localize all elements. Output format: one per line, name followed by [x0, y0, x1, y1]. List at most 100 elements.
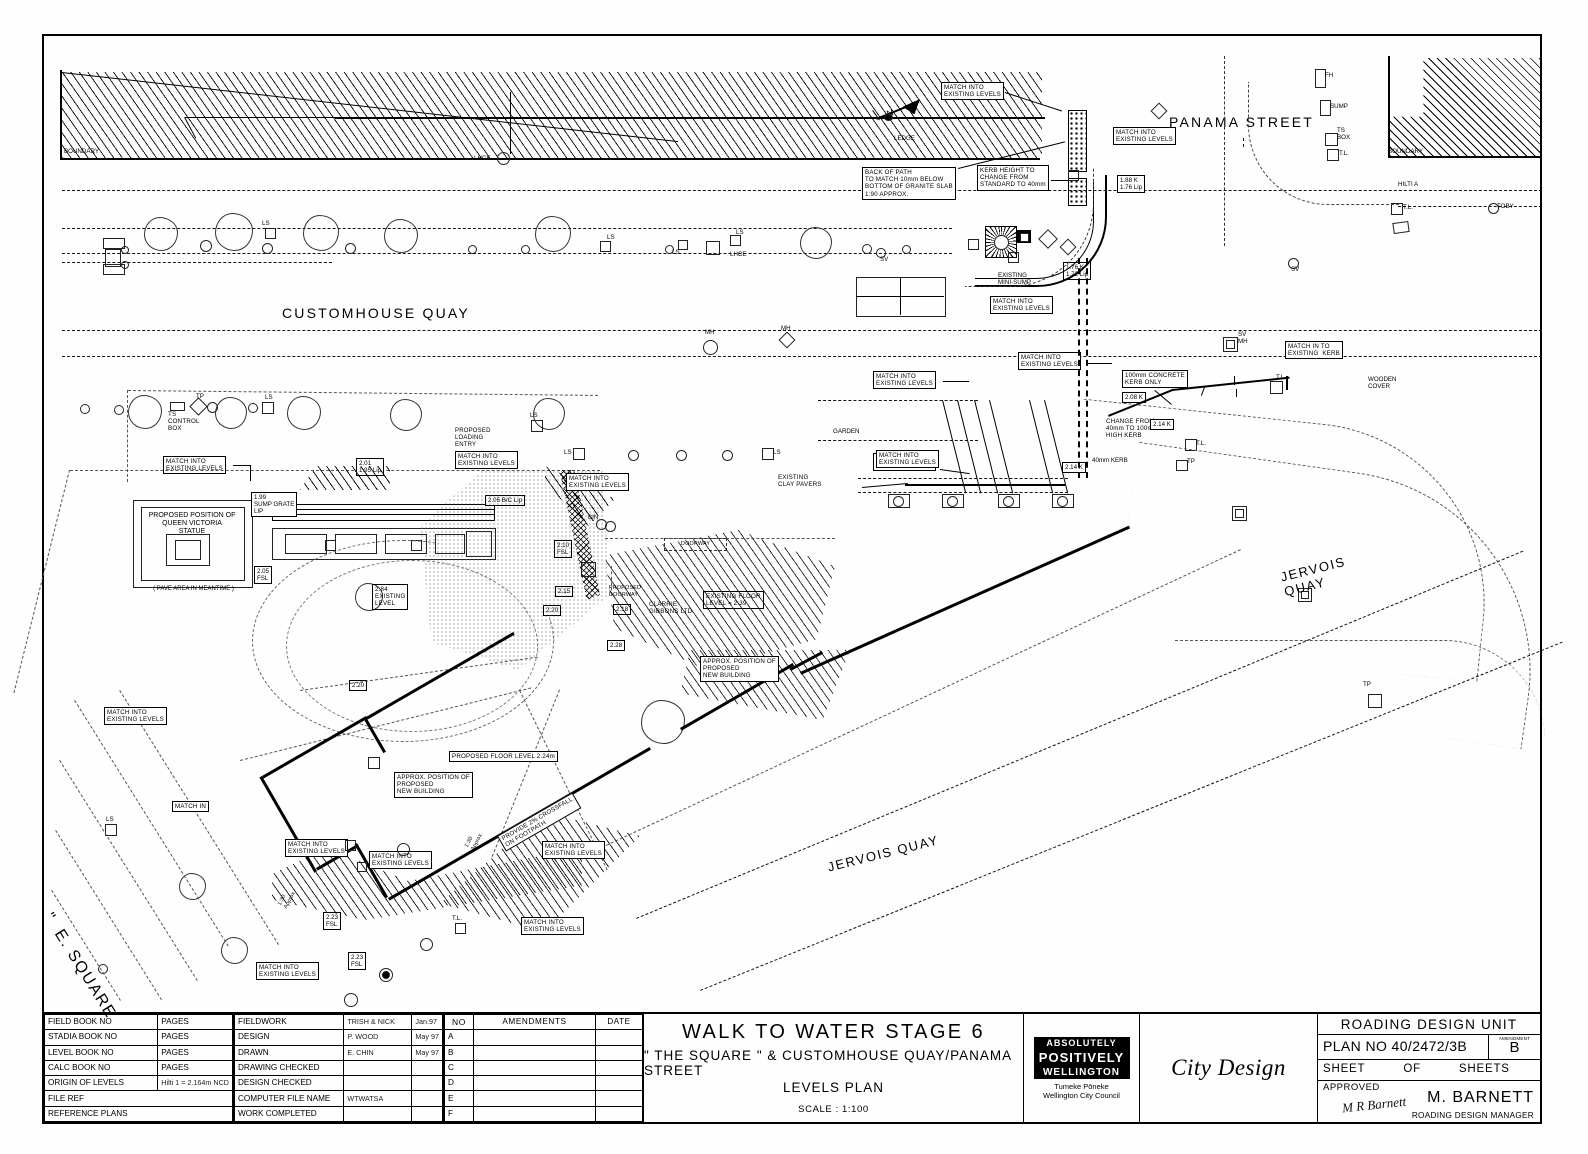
ledge-label: LEDGE	[894, 135, 915, 142]
amendment-text	[473, 1090, 596, 1107]
work-who	[343, 1059, 413, 1077]
books-table: FIELD BOOK NO PAGES STADIA BOOK NO PAGES…	[43, 1013, 233, 1123]
misc-marker	[345, 840, 356, 851]
approver-role: ROADING DESIGN MANAGER	[1411, 1111, 1534, 1120]
sv-label: SV	[1291, 266, 1300, 273]
bin-label: BIN	[588, 514, 599, 521]
vertical-ref-line	[510, 92, 511, 154]
misc-marker	[368, 757, 380, 769]
road-edge-dash-5	[62, 330, 1542, 331]
table-row: WORK COMPLETED	[233, 1105, 443, 1123]
book-pages: PAGES	[157, 1013, 233, 1031]
square-tree	[179, 873, 206, 900]
sheets-label: SHEETS	[1458, 1063, 1510, 1075]
table-row: DRAWN E. CHIN May 97	[233, 1044, 443, 1061]
callout-match-levels-loading: MATCH INTO EXISTING LEVELS	[455, 451, 518, 470]
amendments-date-header: DATE	[595, 1013, 643, 1031]
ls-marker	[265, 228, 276, 239]
callout-match-levels-top: MATCH INTO EXISTING LEVELS	[941, 82, 1004, 101]
books-column: FIELD BOOK NO PAGES STADIA BOOK NO PAGES…	[43, 1013, 234, 1123]
of-label: OF	[1403, 1063, 1421, 1075]
ls-marker	[262, 402, 274, 414]
road-edge-dash-3	[62, 253, 952, 254]
utility-box-1	[103, 238, 125, 249]
jervois-kerb-dash-3	[1175, 640, 1545, 741]
callout-approx-new-building-2: APPROX. POSITION OF PROPOSED NEW BUILDIN…	[700, 656, 779, 682]
boundary-label-right: BOUNDARY	[1388, 148, 1423, 155]
work-label: WORK COMPLETED	[233, 1105, 345, 1123]
callout-match-in-kerb: MATCH IN TO EXISTING KERB	[1285, 341, 1343, 360]
callout-match-levels-mid1: MATCH INTO EXISTING LEVELS	[873, 371, 936, 390]
amendments-no-header: NO	[444, 1013, 474, 1031]
leader-line	[233, 465, 251, 466]
table-row: NO AMENDMENTS DATE	[444, 1013, 643, 1031]
level-214a: 2.14 K	[1150, 419, 1174, 430]
level-214b: 2.14 K	[1062, 462, 1086, 473]
tree-pit	[200, 240, 212, 252]
sheet-row: SHEET OF SHEETS	[1318, 1060, 1540, 1081]
amendment-no: F	[444, 1105, 474, 1123]
ls-label: LS	[773, 449, 781, 456]
callout-back-of-path: BACK OF PATH TO MATCH 10mm BELOW BOTTOM …	[862, 167, 956, 200]
ramp-hatch	[300, 466, 390, 490]
t-marker	[1008, 252, 1019, 263]
callout-match-levels-sump: MATCH INTO EXISTING LEVELS	[990, 296, 1053, 315]
work-label: DESIGN CHECKED	[233, 1075, 345, 1092]
callout-match-levels-b5: MATCH INTO EXISTING LEVELS	[256, 962, 319, 981]
work-who: WTWATSA	[343, 1090, 413, 1107]
parking-dash-2	[858, 492, 1068, 493]
amendment-text	[473, 1059, 596, 1077]
boundary-label-left: BOUNDARY	[64, 148, 99, 155]
statue-plinth-outer	[166, 534, 210, 566]
t-marker	[968, 239, 979, 250]
pave-meantime-label: ( PAVE AREA IN MEANTIME )	[153, 586, 234, 592]
building-outline	[856, 277, 946, 317]
hatch-edge-4	[335, 118, 1045, 119]
plan-number: PLAN NO 40/2472/3B	[1323, 1038, 1468, 1054]
callout-change-kerb: CHANGE FROM 40mm TO 100mm HIGH KERB	[1106, 418, 1159, 440]
plaza-boundary-dash-3	[127, 390, 128, 482]
street-tree	[535, 216, 571, 252]
utility-box-3	[103, 264, 125, 275]
plaza-path-curve-2	[286, 560, 538, 732]
building-divider	[856, 296, 944, 297]
callout-control-box: TS CONTROL BOX	[168, 411, 200, 433]
cover-marker	[1368, 694, 1382, 708]
drain-grate	[942, 494, 964, 508]
utility-circle-2	[121, 261, 129, 269]
table-row: ORIGIN OF LEVELS Hilti 1 = 2.164m NCD	[43, 1075, 233, 1092]
sv-marker	[1288, 258, 1299, 269]
table-row: CALC BOOK NO PAGES	[43, 1059, 233, 1077]
amendment-no: B	[444, 1044, 474, 1061]
sv-symbol	[876, 248, 886, 258]
ls-marker	[762, 448, 774, 460]
tree-pit	[902, 245, 911, 254]
parking-dash	[858, 478, 1068, 479]
drain-grate	[1052, 494, 1074, 508]
statue-inner-box	[141, 507, 245, 581]
plaza-path-curve	[252, 540, 554, 742]
ls-marker	[573, 448, 585, 460]
book-label: REFERENCE PLANS	[44, 1105, 233, 1123]
work-label: COMPUTER FILE NAME	[233, 1090, 345, 1107]
amendments-title-header: AMENDMENTS	[473, 1013, 596, 1031]
boundary-line-bottom-left	[60, 158, 1040, 160]
logo-line-1: ABSOLUTELY	[1033, 1036, 1130, 1049]
amendment-text	[473, 1029, 596, 1046]
work-date: Jan.97	[411, 1013, 443, 1031]
utility-circle-1	[121, 246, 129, 254]
square-tree	[287, 396, 321, 430]
ls-marker	[730, 235, 741, 246]
seat-node	[325, 540, 336, 551]
tree-pit	[345, 243, 356, 254]
work-date: May 97	[411, 1044, 443, 1061]
callout-approx-new-building-1: APPROX. POSITION OF PROPOSED NEW BUILDIN…	[394, 772, 473, 798]
amendment-no: D	[444, 1075, 474, 1092]
book-pages: PAGES	[157, 1029, 233, 1046]
callout-match-levels-mid2: MATCH INTO EXISTING LEVELS	[1018, 352, 1081, 371]
panama-centreline	[1224, 56, 1225, 246]
tp-label-2: TP	[1363, 681, 1371, 688]
roading-design-unit: ROADING DESIGN UNIT PLAN NO 40/2472/3B A…	[1318, 1014, 1540, 1122]
tl-marker	[1185, 439, 1197, 451]
approved-label: APPROVED	[1323, 1082, 1380, 1093]
